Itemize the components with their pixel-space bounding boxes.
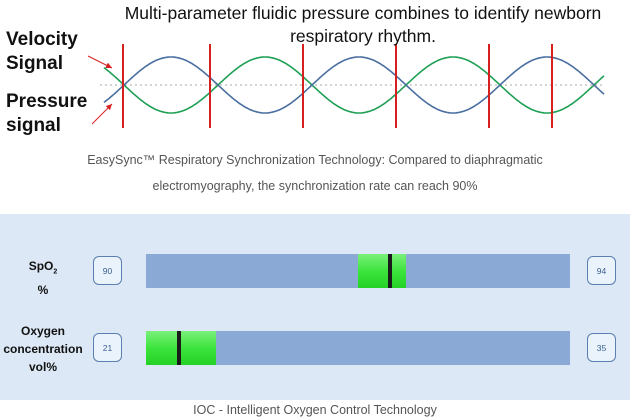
respiratory-waveform — [87, 44, 605, 128]
easysync-caption: EasySync™ Respiratory Synchronization Te… — [30, 147, 600, 199]
spo2-label-main: SpO — [28, 259, 54, 273]
spo2-max-value[interactable]: 94 — [587, 256, 616, 285]
oxygen-label-line2: concentration — [3, 342, 83, 356]
oxygen-label-line1: Oxygen — [20, 324, 65, 338]
spo2-current-marker[interactable] — [387, 254, 392, 288]
velocity-label-line1: Velocity — [6, 29, 78, 50]
spo2-target-zone — [358, 254, 406, 288]
spo2-min-value[interactable]: 90 — [93, 256, 122, 285]
ioc-footer: IOC - Intelligent Oxygen Control Technol… — [193, 403, 437, 417]
oxygen-current-marker[interactable] — [177, 331, 182, 365]
caption-line2: electromyography, the synchronization ra… — [152, 179, 478, 193]
sync-markers — [122, 44, 553, 128]
oxygen-concentration-label: Oxygen concentration vol% — [0, 322, 86, 376]
oxygen-label-line3: vol% — [28, 360, 57, 374]
spo2-label-unit: % — [37, 283, 49, 298]
oxygen-max-value[interactable]: 35 — [587, 333, 616, 362]
pressure-signal-wave — [103, 56, 605, 114]
velocity-signal-label: Velocity Signal — [6, 28, 116, 76]
velocity-label-line2: Signal — [6, 53, 64, 74]
oxygen-range-bar[interactable] — [146, 331, 570, 365]
spo2-label: SpO2 % — [0, 257, 86, 299]
velocity-arrow — [87, 55, 113, 69]
oxygen-min-value[interactable]: 21 — [93, 333, 122, 362]
headline: Multi-parameter fluidic pressure combine… — [124, 3, 602, 46]
spo2-range-bar[interactable] — [146, 254, 570, 288]
caption-line1: EasySync™ Respiratory Synchronization Te… — [87, 153, 543, 167]
velocity-signal-wave — [103, 56, 605, 114]
pressure-label-line2: signal — [6, 115, 61, 136]
pressure-signal-label: Pressure signal — [6, 90, 116, 138]
oxygen-control-panel — [0, 214, 630, 400]
spo2-label-sub: 2 — [53, 268, 58, 276]
pressure-arrow — [91, 103, 113, 125]
pressure-label-line1: Pressure — [6, 91, 88, 112]
